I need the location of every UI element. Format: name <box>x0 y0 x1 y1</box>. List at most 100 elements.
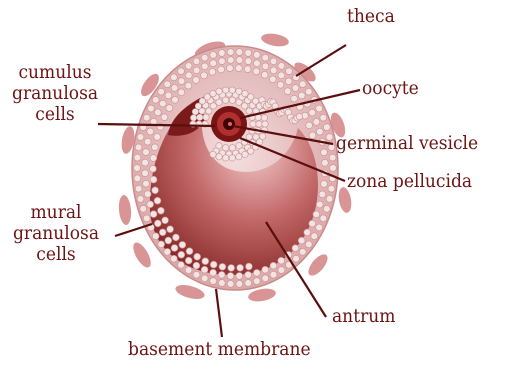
label-basement-membrane: basement membrane <box>128 339 311 360</box>
granulosa-cell <box>185 63 192 70</box>
granulosa-cell <box>151 144 158 151</box>
granulosa-cell <box>262 54 269 61</box>
granulosa-cell <box>236 273 243 280</box>
granulosa-cell <box>143 215 150 222</box>
granulosa-cell <box>219 263 226 270</box>
theca-cell <box>174 282 206 301</box>
granulosa-cell <box>201 63 208 70</box>
granulosa-cell <box>209 69 216 76</box>
granulosa-cell <box>165 237 172 244</box>
granulosa-cell <box>193 271 200 278</box>
granulosa-cell <box>185 257 192 264</box>
granulosa-cell <box>309 109 316 116</box>
granulosa-cell <box>144 138 151 145</box>
granulosa-cell <box>305 88 312 95</box>
granulosa-cell <box>154 134 161 141</box>
granulosa-cell <box>262 63 269 70</box>
granulosa-cell <box>253 269 260 276</box>
granulosa-cell <box>171 85 178 92</box>
granulosa-cell <box>223 155 229 161</box>
granulosa-cell <box>162 217 169 224</box>
granulosa-cell <box>152 233 159 240</box>
granulosa-cell <box>210 52 217 59</box>
granulosa-cell <box>304 229 311 236</box>
granulosa-cell <box>278 257 285 264</box>
granulosa-cell <box>319 191 326 198</box>
granulosa-cell <box>147 201 154 208</box>
granulosa-cell <box>326 196 333 203</box>
granulosa-cell <box>193 67 200 74</box>
label-theca: theca <box>347 6 395 27</box>
granulosa-cell <box>227 57 234 64</box>
granulosa-cell <box>262 266 269 273</box>
granulosa-cell <box>201 54 208 61</box>
label-mural-line2: granulosa <box>8 223 104 244</box>
granulosa-cell <box>173 234 180 241</box>
granulosa-cell <box>178 68 185 75</box>
granulosa-cell <box>262 275 269 282</box>
granulosa-cell <box>171 255 178 262</box>
granulosa-cell <box>178 261 185 268</box>
granulosa-cell <box>185 82 192 89</box>
granulosa-cell <box>158 88 165 95</box>
granulosa-cell <box>158 241 165 248</box>
granulosa-cell <box>223 87 229 93</box>
granulosa-cell <box>299 248 306 255</box>
granulosa-cell <box>143 180 150 187</box>
granulosa-cell <box>309 220 316 227</box>
granulosa-cell <box>166 105 173 112</box>
granulosa-cell <box>186 248 193 255</box>
granulosa-cell <box>269 76 276 83</box>
granulosa-cell <box>171 245 178 252</box>
granulosa-cell <box>152 187 159 194</box>
granulosa-cell <box>227 49 234 56</box>
granulosa-cell <box>236 49 243 56</box>
granulosa-cell <box>322 159 329 166</box>
granulosa-cell <box>248 148 254 154</box>
granulosa-cell <box>165 92 172 99</box>
granulosa-cell <box>292 245 299 252</box>
granulosa-cell <box>296 113 302 119</box>
granulosa-cell <box>150 155 157 162</box>
granulosa-cell <box>194 253 201 260</box>
granulosa-cell <box>298 237 305 244</box>
granulosa-cell <box>193 262 200 269</box>
granulosa-cell <box>202 258 209 265</box>
granulosa-cell <box>142 170 149 177</box>
granulosa-cell <box>278 63 285 70</box>
granulosa-cell <box>167 226 174 233</box>
granulosa-cell <box>320 114 327 121</box>
granulosa-cell <box>218 50 225 57</box>
granulosa-cell <box>286 68 293 75</box>
granulosa-cell <box>218 271 225 278</box>
granulosa-cell <box>172 96 179 103</box>
granulosa-cell <box>246 134 252 140</box>
granulosa-cell <box>254 60 261 67</box>
granulosa-cell <box>148 105 155 112</box>
granulosa-cell <box>201 72 208 79</box>
granulosa-cell <box>305 241 312 248</box>
granulosa-cell <box>311 233 318 240</box>
granulosa-cell <box>140 205 147 212</box>
granulosa-cell <box>329 154 336 161</box>
granulosa-cell <box>270 262 277 269</box>
granulosa-cell <box>227 65 234 72</box>
granulosa-cell <box>316 224 323 231</box>
granulosa-cell <box>193 58 200 65</box>
granulosa-cell <box>278 72 285 79</box>
granulosa-cell <box>246 108 252 114</box>
label-mural-line1: mural <box>8 202 104 223</box>
label-antrum: antrum <box>332 306 395 327</box>
granulosa-cell <box>330 165 337 172</box>
granulosa-cell <box>270 58 277 65</box>
theca-cell <box>305 251 331 279</box>
granulosa-cell <box>256 121 262 127</box>
granulosa-cell <box>219 58 226 65</box>
granulosa-cell <box>134 175 141 182</box>
granulosa-cell <box>201 266 208 273</box>
granulosa-cell <box>262 121 268 127</box>
granulosa-cell <box>270 271 277 278</box>
label-cumulus-line2: granulosa <box>12 83 98 104</box>
granulosa-cell <box>185 267 192 274</box>
